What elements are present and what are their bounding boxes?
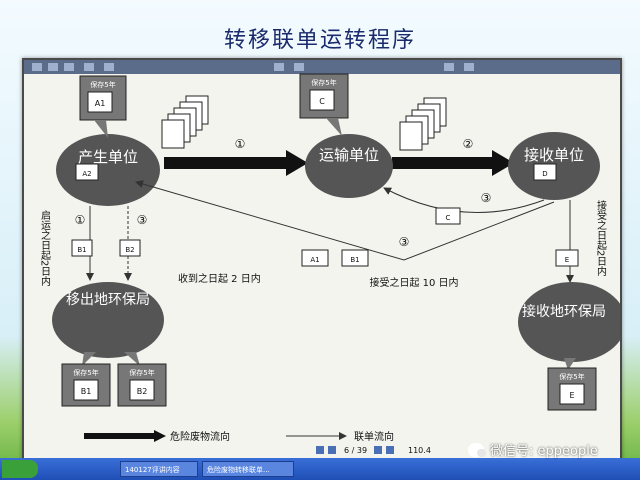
legend: 危险废物流向 联单流向 [84,430,394,443]
doc-a1-label: A1 [310,256,319,264]
projected-screen: 产生单位 运输单位 接收单位 移出地环保局 接收地环保局 保存5年 A1 保存5… [22,58,622,462]
doc-b1-box [71,239,93,257]
keep-label-c: 保存5年 [311,78,336,87]
toolbar-icon[interactable] [104,63,114,71]
form-c-arrow [383,187,545,213]
within-2-days: 收到之日起 2 日内 [178,272,261,285]
keep-callout-e: 保存5年 E [547,358,597,411]
viewer-toolbar [24,60,620,74]
step-1b-label: ① [75,213,86,227]
nav-next-icon[interactable] [374,446,382,454]
doc-d-label: D [542,170,547,178]
doc-b1-return-box [341,249,369,267]
step-3-label-a: ③ [481,191,492,205]
toolbar-icon[interactable] [64,63,74,71]
keep-callout-b2: 保存5年 B2 [117,352,167,407]
doc-d-box [533,163,557,181]
transfer-flow-diagram: 产生单位 运输单位 接收单位 移出地环保局 接收地环保局 保存5年 A1 保存5… [39,73,620,455]
task-item-1[interactable]: 140127评讲内容 [120,461,198,477]
nav-prev-icon[interactable] [328,446,336,454]
toolbar-icon[interactable] [294,63,304,71]
step-1-label: ① [235,137,246,151]
within-10-days: 接受之日起 10 日内 [369,276,458,289]
keep-callout-transporter: 保存5年 C [299,73,349,136]
wechat-icon [468,442,486,457]
step-3b-label: ③ [137,213,148,227]
stacked-forms-1 [161,95,209,149]
doc-e-kept: E [569,391,574,400]
viewer-nav: 6 / 39 110.4 [316,446,431,455]
nav-first-icon[interactable] [316,446,324,454]
legend-form-flow: 联单流向 [354,430,394,443]
keep-callout-producer: 保存5年 A1 [79,75,127,138]
doc-b1-label: B1 [77,246,86,254]
keep-label-b2: 保存5年 [129,368,154,377]
receiver-label: 接收单位 [524,146,584,164]
toolbar-icon[interactable] [444,63,454,71]
nav-last-icon[interactable] [386,446,394,454]
transporter-label: 运输单位 [319,146,379,164]
keep-label-a: 保存5年 [90,80,115,89]
taskbar: 140127评讲内容 危险废物转移联单... [0,458,640,480]
doc-b2-box [119,239,141,257]
page-indicator: 6 / 39 [344,446,367,455]
producer-node [56,134,160,206]
doc-a1-box [301,249,329,267]
doc-c-label: C [446,214,451,222]
slide-title: 转移联单运转程序 [223,28,416,53]
keep-label-b1: 保存5年 [73,368,98,377]
origin-bureau-node [52,282,164,358]
doc-b2-label: B2 [125,246,134,254]
toolbar-icon[interactable] [32,63,42,71]
wechat-watermark: 微信号: eppeople [468,440,598,459]
doc-e-label: E [565,256,569,264]
step-2-label: ② [463,137,474,151]
origin-bureau-label: 移出地环保局 [66,292,150,308]
doc-a1-kept: A1 [95,99,106,108]
keep-label-e: 保存5年 [559,372,584,381]
doc-b1-return-label: B1 [350,256,359,264]
stacked-forms-2 [399,97,447,151]
toolbar-icon[interactable] [274,63,284,71]
producer-label: 产生单位 [78,148,138,166]
doc-e-box [555,249,579,267]
dest-bureau-node [518,282,620,362]
doc-c-box [435,207,461,225]
doc-c-kept: C [319,97,325,106]
toolbar-icon[interactable] [84,63,94,71]
keep-callout-b1: 保存5年 B1 [61,352,111,407]
doc-b2-kept: B2 [137,387,148,396]
toolbar-icon[interactable] [464,63,474,71]
legend-waste-flow: 危险废物流向 [170,430,230,443]
waste-flow-arrow-1 [164,150,308,176]
doc-b1-kept: B1 [81,387,92,396]
wechat-id: 微信号: eppeople [490,444,598,459]
two-days-left-label: 启运之日起2日内 [39,209,51,287]
task-item-2[interactable]: 危险废物转移联单... [202,461,294,477]
step-3-label-c: ③ [399,235,410,249]
waste-flow-arrow-2 [392,150,514,176]
transporter-node [305,134,393,198]
two-days-right-label: 接受之日起2日内 [595,199,607,277]
toolbar-icon[interactable] [48,63,58,71]
doc-a2-box [75,163,99,181]
form-return-arrow [135,180,555,261]
dest-bureau-label: 接收地环保局 [522,303,606,320]
start-button[interactable] [2,460,38,478]
doc-a2-label: A2 [82,170,91,178]
zoom-level: 110.4 [408,446,431,455]
